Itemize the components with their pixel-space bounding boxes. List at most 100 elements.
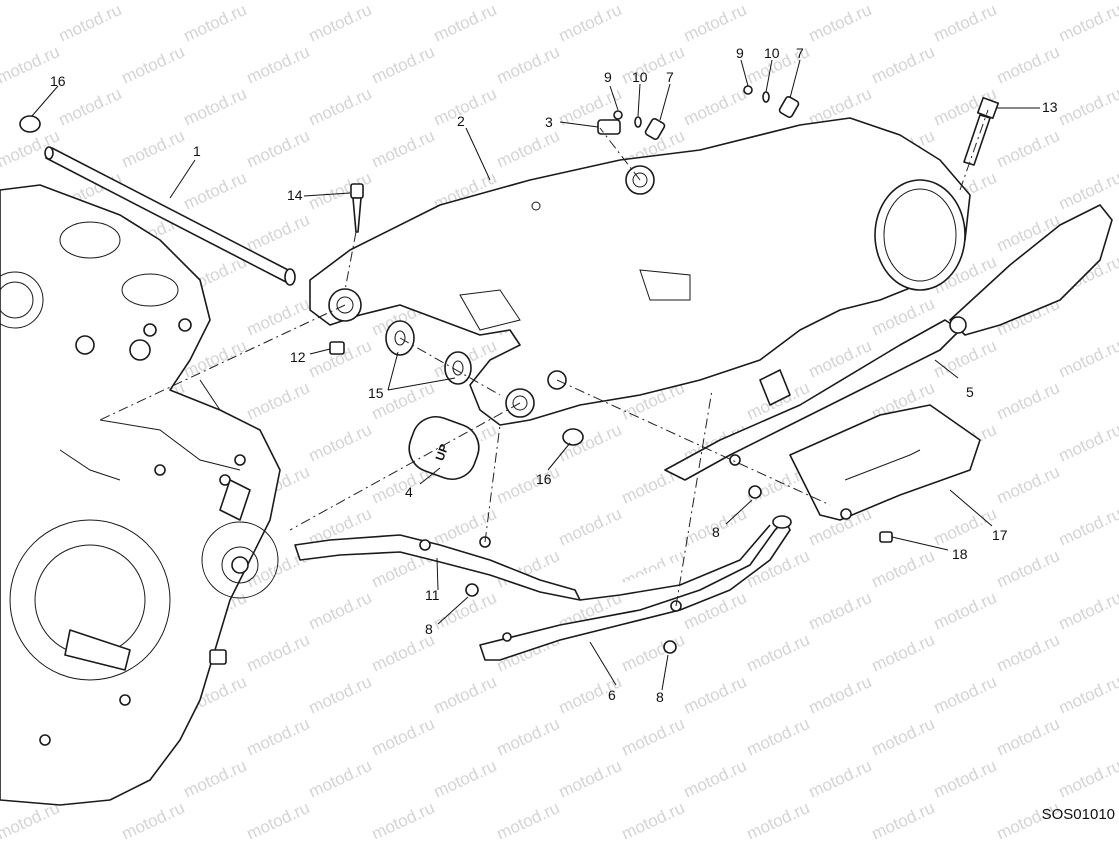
watermark-text: motod.ru — [369, 42, 438, 88]
callout-10-right: 10 — [764, 45, 780, 61]
watermark-text: motod.ru — [994, 42, 1063, 88]
watermark-text: motod.ru — [119, 126, 188, 172]
watermark-text: motod.ru — [119, 0, 188, 4]
watermark-text: motod.ru — [1056, 588, 1119, 634]
watermark-text: motod.ru — [244, 714, 313, 760]
watermark-text: motod.ru — [744, 630, 813, 676]
watermark-text: motod.ru — [1056, 168, 1119, 214]
watermark-text: motod.ru — [806, 756, 875, 802]
watermark-text: motod.ru — [869, 630, 938, 676]
watermark-text: motod.ru — [56, 84, 125, 130]
spacer-washers — [385, 320, 472, 385]
watermark-text: motod.ru — [181, 0, 250, 46]
chain-guard-cover — [789, 404, 981, 521]
callout-7: 7 — [666, 69, 674, 85]
watermark-text: motod.ru — [556, 0, 625, 46]
callout-12: 12 — [290, 349, 306, 365]
screw-8c — [663, 640, 677, 654]
callout-2: 2 — [457, 113, 465, 129]
watermark-text: motod.ru — [181, 756, 250, 802]
watermark-text: motod.ru — [931, 0, 1000, 46]
watermark-text: motod.ru — [306, 756, 375, 802]
chain-guide-lower — [479, 515, 792, 661]
watermark-text: motod.ru — [931, 756, 1000, 802]
watermark-text: motod.ru — [369, 0, 438, 4]
diagram-reference-code: SOS01010 — [1041, 806, 1115, 823]
watermark-text: motod.ru — [244, 126, 313, 172]
callout-8-left: 8 — [425, 621, 433, 637]
watermark-text: motod.ru — [244, 630, 313, 676]
watermark-text: motod.ru — [494, 42, 563, 88]
watermark-text: motod.ru — [244, 798, 313, 839]
swingarm — [309, 117, 971, 426]
watermark-text: motod.ru — [869, 42, 938, 88]
watermark-text: motod.ru — [306, 84, 375, 130]
watermark-text: motod.ru — [744, 0, 813, 4]
leader-lines — [31, 59, 1040, 691]
callout-10: 10 — [632, 69, 648, 85]
watermark-text: motod.ru — [431, 756, 500, 802]
watermark-text: motod.ru — [244, 210, 313, 256]
watermark-text: motod.ru — [244, 378, 313, 424]
callout-3: 3 — [545, 114, 553, 130]
watermark-text: motod.ru — [994, 462, 1063, 508]
watermark-text: motod.ru — [1056, 0, 1119, 46]
circlip-ring — [19, 115, 41, 133]
watermark-text: motod.ru — [994, 630, 1063, 676]
watermark-text: motod.ru — [306, 588, 375, 634]
watermark-text: motod.ru — [181, 168, 250, 214]
watermark-text: motod.ru — [181, 84, 250, 130]
watermark-text: motod.ru — [681, 84, 750, 130]
watermark-text: motod.ru — [1056, 420, 1119, 466]
watermark-text: motod.ru — [619, 630, 688, 676]
callout-labels: 16 1 2 3 9 10 7 9 10 7 13 14 12 15 4 16 … — [50, 45, 1058, 705]
swingarm-pivot-shaft — [44, 146, 296, 286]
watermark-text: motod.ru — [0, 0, 62, 4]
watermark-text: motod.ru — [1056, 756, 1119, 802]
watermark-text: motod.ru — [931, 588, 1000, 634]
alignment-lines — [99, 109, 989, 607]
callout-6: 6 — [608, 687, 616, 703]
watermark-text: motod.ru — [431, 672, 500, 718]
guard-screw — [879, 531, 893, 543]
watermark-text: motod.ru — [244, 42, 313, 88]
screw-8a — [748, 485, 762, 499]
watermark-text: motod.ru — [619, 714, 688, 760]
watermark-text: motod.ru — [369, 126, 438, 172]
watermark-text: motod.ru — [1056, 504, 1119, 550]
watermark-text: motod.ru — [119, 798, 188, 839]
watermark-text: motod.ru — [869, 546, 938, 592]
watermark-text: motod.ru — [1056, 84, 1119, 130]
watermark-text: motod.ru — [306, 420, 375, 466]
watermark-text: motod.ru — [681, 672, 750, 718]
watermark-text: motod.ru — [369, 714, 438, 760]
watermark-text: motod.ru — [494, 126, 563, 172]
watermark-text: motod.ru — [806, 672, 875, 718]
callout-5: 5 — [966, 384, 974, 400]
wheel-axle-clamp-bolt — [963, 96, 1000, 166]
small-hardware-group-b — [743, 85, 800, 118]
watermark-text: motod.ru — [994, 546, 1063, 592]
watermark-text: motod.ru — [619, 0, 688, 4]
screw-8b — [465, 583, 479, 597]
watermark-text: motod.ru — [681, 756, 750, 802]
chain-guide-upper — [664, 204, 1113, 481]
watermark-text: motod.ru — [431, 0, 500, 46]
watermark-text: motod.ru — [306, 0, 375, 46]
callout-11: 11 — [425, 587, 440, 603]
watermark-text: motod.ru — [869, 798, 938, 839]
watermark-text: motod.ru — [869, 714, 938, 760]
watermark-text: motod.ru — [931, 504, 1000, 550]
watermark-text: motod.ru — [619, 798, 688, 839]
watermark-text: motod.ru — [619, 42, 688, 88]
callout-13: 13 — [1042, 99, 1058, 115]
callout-8-right: 8 — [712, 524, 720, 540]
engine-block — [0, 184, 281, 806]
watermark-text: motod.ru — [744, 714, 813, 760]
watermark-text: motod.ru — [494, 0, 563, 4]
callout-4: 4 — [405, 484, 413, 500]
circlip-ring-right — [562, 428, 584, 446]
callout-16-right: 16 — [536, 471, 552, 487]
watermark-text: motod.ru — [431, 84, 500, 130]
watermark-text: motod.ru — [56, 0, 125, 46]
